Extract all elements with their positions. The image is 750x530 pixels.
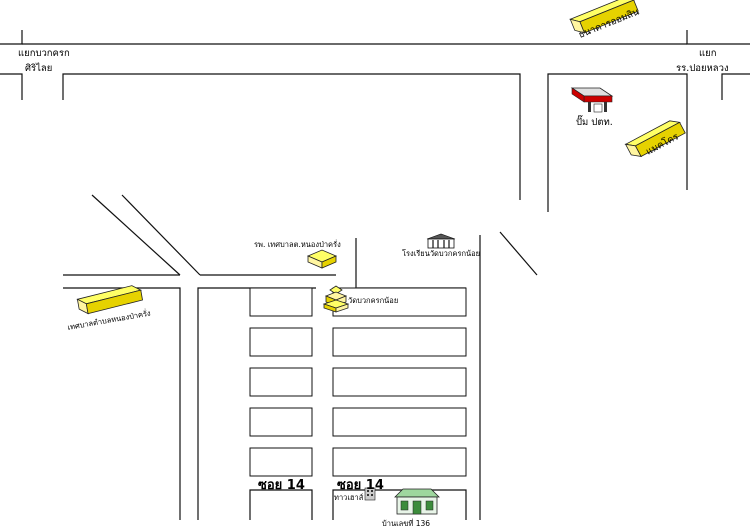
- block-right-5: [332, 447, 467, 477]
- label-junction-left-2: ศิริไลย: [25, 62, 52, 74]
- townhouse-icon: [364, 487, 376, 501]
- diagonal-road-2: [121, 194, 201, 276]
- lower-road-left: [63, 287, 181, 520]
- house-icon: [394, 488, 440, 515]
- left-junction-corner: [0, 73, 23, 100]
- label-junction-right-2: รร.ปอยหลวง: [676, 63, 729, 74]
- block-right-6: [332, 489, 467, 520]
- label-hospital: รพ. เทศบาลต.หนองป่าครั่ง: [254, 239, 341, 249]
- main-road-bottom-edge-left: [62, 73, 521, 200]
- right-junction-corner: [721, 73, 750, 100]
- municipality-building: [76, 285, 143, 315]
- block-right-2: [332, 327, 467, 357]
- label-municipality: เทศบาลตำบลหนองป่าครั่ง: [67, 307, 152, 332]
- block-left-2: [249, 327, 313, 357]
- diagonal-road-1: [91, 194, 181, 276]
- roads: [0, 30, 750, 520]
- gas-station-building: [570, 87, 614, 113]
- label-temple: วัดบวกครกน้อย: [348, 296, 398, 305]
- label-school: โรงเรียนวัดบวกครกน้อย: [402, 249, 480, 258]
- block-left-3: [249, 367, 313, 397]
- main-road-bottom-edge-right: [547, 73, 688, 190]
- main-road-left-stub: [0, 30, 23, 45]
- makro-building: [624, 120, 686, 157]
- label-townhouse: ทาวเฮาส์: [334, 493, 364, 502]
- block-left-1: [249, 287, 313, 317]
- side-road-right-2: [499, 231, 538, 276]
- label-junction-right-1: แยก: [699, 48, 717, 59]
- label-house: บ้านเลขที่ 136: [382, 518, 430, 528]
- bank-building: [569, 0, 639, 34]
- label-soi-2: ซอย 14: [337, 478, 384, 493]
- block-left-4: [249, 407, 313, 437]
- block-right-3: [332, 367, 467, 397]
- main-road-right-stub: [686, 30, 750, 45]
- school-building: [426, 233, 456, 249]
- label-gas-station: ปั๊ม ปตท.: [576, 114, 613, 128]
- block-left-5: [249, 447, 313, 477]
- label-junction-left-1: แยกบวกครก: [18, 48, 70, 59]
- temple-building: [322, 285, 350, 313]
- block-right-1: [332, 287, 467, 317]
- block-left-6: [249, 489, 313, 520]
- label-soi-1: ซอย 14: [258, 478, 305, 493]
- block-right-4: [332, 407, 467, 437]
- hospital-building: [306, 249, 338, 269]
- blocks: [249, 287, 467, 520]
